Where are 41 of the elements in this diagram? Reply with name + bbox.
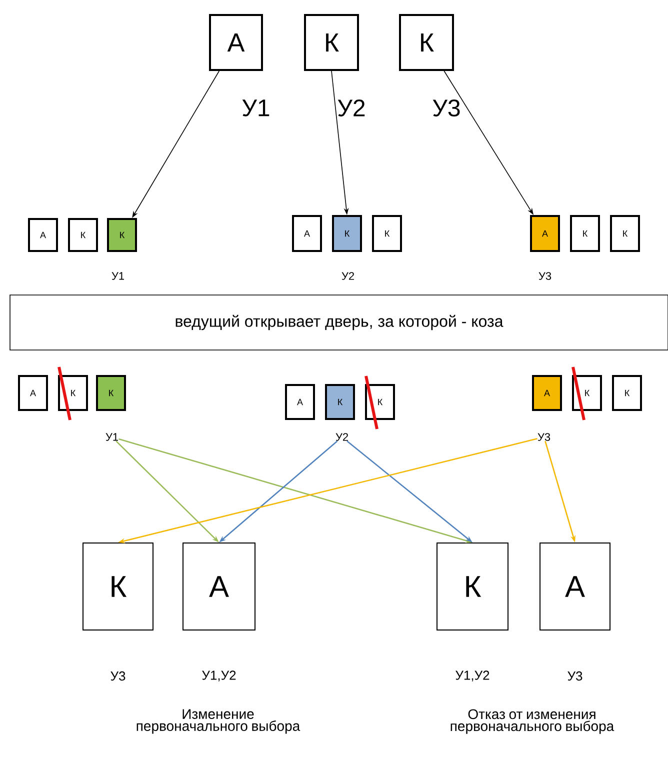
door-caption: У3 [568, 671, 582, 681]
door-caption: У1,У2 [456, 670, 490, 682]
door-caption: У1,У2 [202, 670, 236, 682]
door-caption: У1 [242, 100, 270, 116]
door-box: К [372, 215, 402, 252]
door-box: К [304, 14, 359, 71]
door-box: К [96, 375, 126, 411]
choice-label: У2 [336, 433, 348, 441]
door-caption: У3 [110, 671, 126, 681]
door-caption: У2 [338, 100, 365, 116]
door-box: К [107, 218, 137, 252]
door-box: К [570, 215, 600, 252]
caption: Отказ от изменения первоначального выбора [450, 709, 614, 734]
door-box: К [325, 384, 355, 420]
door-box: К [399, 14, 454, 71]
door-caption: У3 [432, 100, 460, 116]
door-caption: У3 [538, 272, 552, 280]
door-box: К [82, 542, 154, 630]
door-box: К [58, 375, 88, 411]
door-box: К [365, 384, 395, 420]
choice-label: У1 [106, 433, 118, 441]
door-caption: У1 [112, 272, 124, 280]
door-box: А [28, 218, 58, 252]
door-box: К [572, 375, 602, 411]
door-box: К [610, 215, 640, 252]
door-box: А [182, 542, 256, 630]
door-box: К [332, 215, 362, 252]
door-box: А [292, 215, 322, 252]
caption: Изменение первоначального выбора [136, 709, 300, 734]
door-box: А [18, 375, 48, 411]
door-box: К [436, 542, 508, 630]
door-box: А [209, 14, 263, 71]
note-banner: ведущий открывает дверь, за которой - коза [10, 294, 668, 350]
door-box: А [285, 384, 315, 420]
door-box: К [612, 375, 642, 411]
door-box: К [68, 218, 98, 252]
door-box: А [530, 215, 560, 252]
choice-label: У3 [538, 433, 550, 441]
door-caption: У2 [342, 272, 354, 280]
door-box: А [540, 542, 610, 630]
door-box: А [532, 375, 562, 411]
